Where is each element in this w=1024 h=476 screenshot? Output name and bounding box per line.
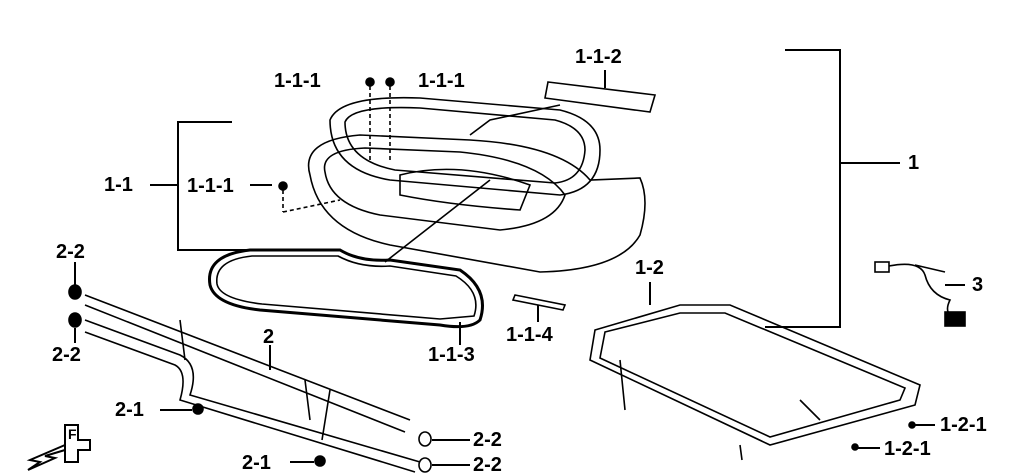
label-2-2: 2-2 bbox=[56, 241, 85, 263]
label-1-1-2: 1-1-2 bbox=[575, 46, 622, 68]
wire-harness bbox=[874, 261, 966, 327]
label-1-1: 1-1 bbox=[104, 174, 133, 196]
label-2-1: 2-1 bbox=[115, 399, 144, 421]
label-1-2: 1-2 bbox=[635, 257, 664, 279]
label-1-1-1: 1-1-1 bbox=[187, 175, 234, 197]
front-marker-letter: F bbox=[68, 426, 77, 442]
label-1-1-1: 1-1-1 bbox=[418, 70, 465, 92]
rack-bars bbox=[68, 262, 470, 473]
carrier-frame bbox=[589, 282, 935, 461]
label-2-1: 2-1 bbox=[242, 452, 271, 474]
bracket-1 bbox=[765, 49, 900, 328]
bracket-1-1 bbox=[150, 121, 272, 251]
front-direction-icon bbox=[26, 424, 91, 471]
top-case-lid bbox=[329, 96, 601, 196]
label-3: 3 bbox=[972, 274, 984, 296]
label-1-2-1: 1-2-1 bbox=[940, 414, 987, 436]
seal-gasket bbox=[208, 179, 491, 345]
top-case-body bbox=[307, 134, 646, 273]
label-1: 1 bbox=[908, 152, 920, 174]
label-1-1-1: 1-1-1 bbox=[274, 70, 321, 92]
hinge-part bbox=[469, 70, 657, 136]
label-2-2: 2-2 bbox=[473, 429, 502, 451]
label-2: 2 bbox=[263, 326, 275, 348]
label-1-1-3: 1-1-3 bbox=[428, 344, 475, 366]
strip bbox=[511, 294, 567, 322]
label-2-2: 2-2 bbox=[52, 344, 81, 366]
label-2-2: 2-2 bbox=[473, 454, 502, 476]
screws bbox=[278, 77, 395, 213]
label-1-2-1: 1-2-1 bbox=[884, 438, 931, 460]
label-1-1-4: 1-1-4 bbox=[506, 324, 553, 346]
